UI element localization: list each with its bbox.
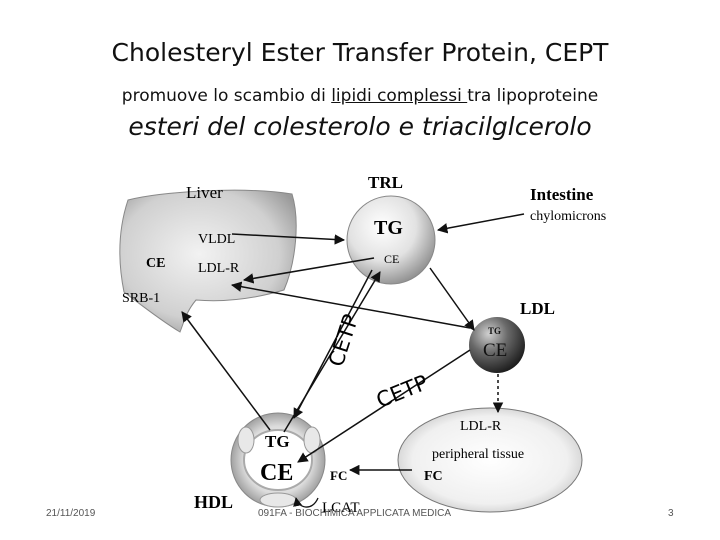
subtitle-underlined-text: lipidi complessi: [331, 86, 468, 106]
liver-ldlr-label: LDL-R: [198, 261, 240, 276]
arrow-cetp-trl-to-hdl: [293, 269, 373, 419]
trl-label: TRL: [368, 173, 403, 192]
peripheral-fc-label: FC: [424, 469, 443, 484]
peripheral-tissue-shape: [397, 407, 583, 513]
liver-ce-label: CE: [146, 256, 165, 271]
hdl-ce-label: CE: [260, 460, 293, 486]
footer-page-number: 3: [668, 508, 674, 519]
liver-label: Liver: [186, 183, 223, 202]
slide-subtitle: promuove lo scambio di lipidi complessi …: [0, 86, 720, 106]
arrow-liver-vldl-to-trl: [231, 233, 346, 245]
footer-course: 091FA - BIOCHIMICA APPLICATA MEDICA: [258, 508, 452, 519]
liver-vldl-label: VLDL: [198, 232, 235, 247]
intestine-chylomicrons-label: chylomicrons: [530, 209, 606, 224]
intestine-label: Intestine: [530, 185, 594, 204]
ldl-ce-label: CE: [483, 340, 507, 361]
arrow-lcat: [293, 497, 319, 508]
trl-tg-label: TG: [374, 217, 403, 239]
peripheral-tissue-label: peripheral tissue: [432, 447, 524, 462]
ldl-particle: [469, 317, 525, 373]
arrow-hdl-to-liver-srb1: [181, 311, 271, 431]
arrow-cetp-ldl-to-hdl: [297, 349, 471, 463]
slide-title: Cholesteryl Ester Transfer Protein, CEPT: [111, 38, 609, 67]
hdl-apoprotein-left: [237, 426, 255, 454]
trl-ce-label: CE: [384, 252, 399, 266]
hdl-tg-label: TG: [265, 432, 290, 451]
footer-date: 21/11/2019: [46, 508, 96, 519]
peripheral-ldlr-label: LDL-R: [460, 419, 502, 434]
slide-subtitle-italic: esteri del colesterolo e triacilglcerolo: [128, 112, 592, 141]
cetp-label-diagonal: CETP: [373, 370, 432, 412]
subtitle-text-post: tra lipoproteine: [467, 86, 599, 106]
arrow-trl-to-ldl: [429, 267, 475, 331]
arrow-intestine-to-trl: [436, 213, 525, 234]
liver-srb1-label: SRB-1: [122, 291, 160, 306]
hdl-fc-label: FC: [330, 468, 347, 483]
trl-particle: [346, 195, 436, 285]
arrow-ldl-to-liver: [230, 281, 471, 329]
hdl-core: [243, 429, 313, 491]
lcat-label: LCAT: [322, 500, 360, 516]
hdl-apoprotein-bottom: [259, 492, 297, 508]
ldl-label: LDL: [520, 299, 555, 318]
arrow-trl-to-liver-ldlr: [242, 257, 375, 284]
subtitle-text-pre: promuove lo scambio di: [121, 86, 332, 106]
liver-shape: [119, 189, 297, 333]
cetp-label-vertical: CETP: [324, 311, 363, 369]
hdl-label: HDL: [194, 492, 233, 512]
ldl-tg-label: TG: [488, 326, 501, 336]
